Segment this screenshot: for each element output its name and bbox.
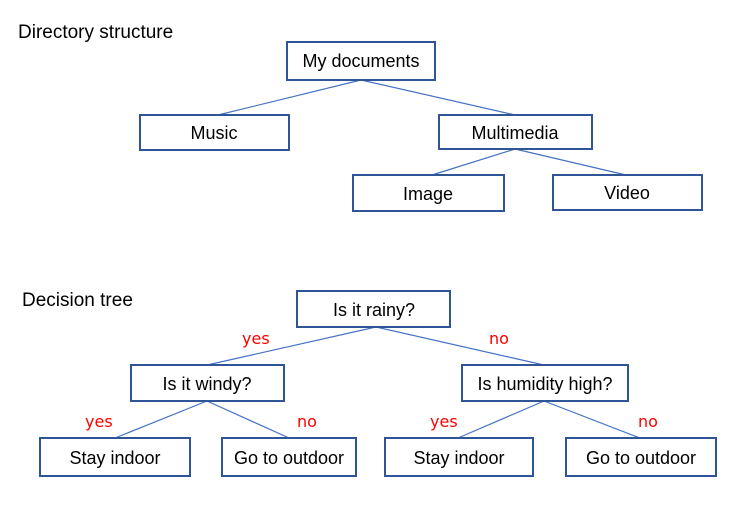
node-is-it-windy: Is it windy? xyxy=(130,364,285,402)
node-multimedia: Multimedia xyxy=(438,114,593,150)
node-is-it-windy-label: Is it windy? xyxy=(162,374,251,394)
edge-label-windy-yes: yes xyxy=(85,412,113,431)
node-music: Music xyxy=(139,114,290,151)
node-stay-indoor-right-label: Stay indoor xyxy=(413,448,504,468)
node-is-it-rainy: Is it rainy? xyxy=(296,290,451,328)
node-image-label: Image xyxy=(403,184,453,204)
node-image: Image xyxy=(352,174,505,212)
edge-windy-outdoor xyxy=(206,400,290,439)
node-is-humidity-high-label: Is humidity high? xyxy=(477,374,612,394)
node-stay-indoor-left: Stay indoor xyxy=(39,437,191,477)
node-is-it-rainy-label: Is it rainy? xyxy=(333,300,415,320)
edge-label-rainy-yes: yes xyxy=(242,329,270,348)
node-video-label: Video xyxy=(604,183,650,203)
edge-humidity-outdoor xyxy=(543,400,641,439)
node-stay-indoor-left-label: Stay indoor xyxy=(69,448,160,468)
node-stay-indoor-right: Stay indoor xyxy=(384,437,534,477)
node-go-to-outdoor-right-label: Go to outdoor xyxy=(586,448,696,468)
edge-humidity-indoor xyxy=(457,400,545,439)
node-is-humidity-high: Is humidity high? xyxy=(461,364,629,402)
edge-rainy-windy xyxy=(206,326,377,366)
edge-rainy-humidity xyxy=(375,326,545,366)
node-my-documents: My documents xyxy=(286,41,436,81)
node-music-label: Music xyxy=(190,123,237,143)
edge-label-humidity-no: no xyxy=(638,412,658,431)
edge-windy-indoor xyxy=(114,400,208,439)
node-video: Video xyxy=(552,174,703,211)
node-go-to-outdoor-left-label: Go to outdoor xyxy=(234,448,344,468)
edge-multimedia-video xyxy=(514,148,627,176)
edge-label-windy-no: no xyxy=(297,412,317,431)
decision-tree-title: Decision tree xyxy=(22,290,133,311)
node-multimedia-label: Multimedia xyxy=(471,123,559,143)
edge-mydocuments-music xyxy=(217,79,362,116)
edge-mydocuments-multimedia xyxy=(360,79,516,116)
node-my-documents-label: My documents xyxy=(302,51,419,71)
edge-label-rainy-no: no xyxy=(489,329,509,348)
node-go-to-outdoor-right: Go to outdoor xyxy=(565,437,717,477)
edge-multimedia-image xyxy=(431,148,516,176)
node-go-to-outdoor-left: Go to outdoor xyxy=(221,437,357,477)
directory-structure-title: Directory structure xyxy=(18,22,173,43)
edge-label-humidity-yes: yes xyxy=(430,412,458,431)
